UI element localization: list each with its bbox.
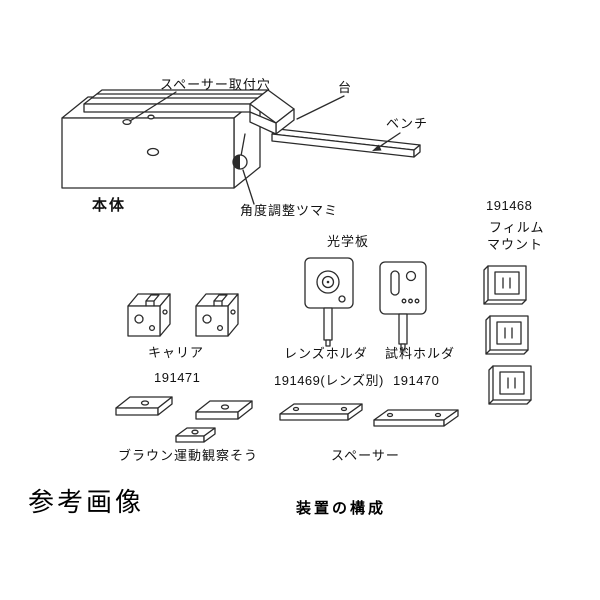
label-bench: ベンチ — [386, 116, 429, 131]
carrier-1-drawing — [127, 293, 171, 337]
spacer-2-drawing — [373, 409, 459, 427]
label-film-mount-2: マウント — [487, 237, 544, 252]
label-lens-holder: レンズホルダ — [284, 346, 368, 361]
brownian-plate-1-drawing — [115, 396, 173, 416]
lens-holder-drawing — [304, 257, 354, 347]
angle-knob-drawing — [232, 133, 248, 170]
label-main-body: 本体 — [92, 197, 127, 214]
stand-rail-drawing — [83, 89, 295, 135]
lens-holder-code: 191469(レンズ別) — [274, 373, 384, 388]
film-mount-2-drawing — [485, 315, 529, 355]
film-mount-3-drawing — [488, 365, 532, 405]
leader-lines — [129, 91, 401, 205]
label-angle-knob: 角度調整ツマミ — [240, 203, 339, 218]
caption-device-structure: 装置の構成 — [296, 500, 387, 517]
label-sample-holder: 試料ホルダ — [385, 346, 456, 361]
sample-holder-drawing — [379, 261, 427, 351]
spacer-1-drawing — [279, 403, 363, 421]
brownian-plate-2-drawing — [195, 400, 253, 420]
carrier-code: 191471 — [154, 370, 201, 385]
caption-reference-image: 参考画像 — [28, 487, 145, 517]
label-stand: 台 — [338, 80, 353, 95]
bench-drawing — [271, 128, 421, 158]
sample-holder-code: 191470 — [393, 373, 440, 388]
label-carrier: キャリア — [148, 345, 205, 360]
label-film-mount-1: フィルム — [489, 220, 545, 235]
label-optical-plate: 光学板 — [327, 234, 370, 249]
film-mount-1-drawing — [483, 265, 527, 305]
brownian-plate-3-drawing — [175, 427, 216, 443]
label-spacer-hole: スペーサー取付穴 — [160, 77, 271, 92]
film-mount-code: 191468 — [486, 198, 533, 213]
label-spacer: スペーサー — [331, 448, 400, 463]
carrier-2-drawing — [195, 293, 239, 337]
label-brownian: ブラウン運動観察そう — [118, 448, 259, 463]
